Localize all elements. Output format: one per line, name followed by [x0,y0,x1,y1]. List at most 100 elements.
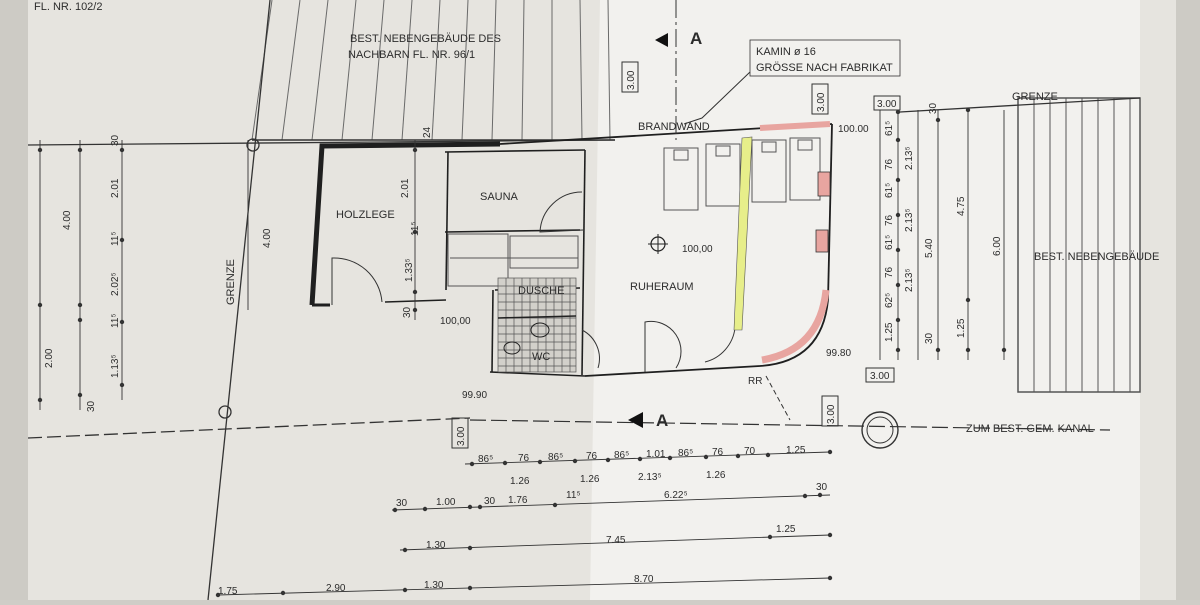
sink [503,341,521,355]
section-mark-top: A [690,29,702,48]
dim-label: 2.13⁵ [904,208,915,232]
room-dusche: DUSCHE [518,285,564,297]
parcel-label: FL. NR. 102/2 [34,1,102,13]
dim-label: 76 [712,447,724,458]
dim-label: 6.00 [992,236,1003,256]
dim-label: 8.70 [634,574,654,585]
rr-label: RR [748,376,762,387]
dim-label: 1.13⁵ [110,354,121,378]
level-ne-corner: 100.00 [838,124,869,135]
level-box-text: 3.00 [816,92,827,112]
room-ruheraum: RUHERAUM [630,281,694,293]
dim-label: 86⁵ [678,448,693,459]
dim-label: 5.40 [924,238,935,258]
level-main: 100,00 [682,244,713,255]
dim-label: 1.25 [786,445,806,456]
level-boxes [451,61,901,449]
doors [331,191,736,372]
level-box-text: 3.00 [870,371,890,382]
dim-label: 1.25 [884,322,895,342]
section-mark-bottom: A [656,411,668,430]
dim-label: 62⁵ [884,293,895,308]
dim-label: 4.00 [262,228,273,248]
dim-label: 86⁵ [548,452,563,463]
firewall-label: BRANDWAND [638,121,710,133]
dimension-ticks [37,107,1007,598]
dim-label: 2.13⁵ [904,146,915,170]
section-arrow-bottom [628,412,643,428]
boundary-label-left: GRENZE [225,259,237,305]
grid-marker [218,405,232,419]
dim-label: 30 [110,134,121,146]
dim-label: 2.00 [44,348,55,368]
level-box-text: 3.00 [877,99,897,110]
dim-label: 1.00 [436,497,456,508]
level-box-text: 3.00 [626,70,637,90]
dim-label: 1.33⁵ [404,258,415,282]
section-arrow-top [655,33,668,47]
paper-bright-half [590,0,1140,600]
boundary-lines [27,0,1141,601]
dim-label: 61⁵ [884,183,895,198]
dim-label: 2.90 [326,583,346,594]
dim-label: 1.26 [510,476,530,487]
dim-label: 76 [586,451,598,462]
existing-building-hatch [1017,97,1141,393]
level-se-corner: 99.80 [826,348,851,359]
level-marker [648,234,668,254]
room-sauna: SAUNA [480,191,519,203]
dim-label: 30 [396,498,408,509]
sauna-benches [447,233,579,287]
dim-label: 1.30 [426,540,446,551]
neighbor-building-label-2: NACHBARN FL. NR. 96/1 [348,49,475,61]
dim-label: 11⁵ [110,313,121,328]
dim-label: 76 [518,453,530,464]
room-holzlege: HOLZLEGE [336,209,395,221]
dim-label: 2.01 [110,178,121,198]
canal-label: ZUM BEST. GEM. KANAL [966,423,1094,435]
chimney-label-2: GRÖSSE NACH FABRIKAT [756,62,893,74]
wc-bowl [530,322,550,338]
neighbor-building-hatch [251,0,615,141]
dim-label: 30 [402,306,413,318]
level-left: 100,00 [440,316,471,327]
dim-label: 30 [86,400,97,412]
dim-label: 4.00 [62,210,73,230]
dim-label: 30 [928,102,939,114]
dim-label: 24 [422,126,433,138]
dim-label: 76 [884,158,895,170]
dim-label: 61⁵ [884,235,895,250]
highlighted-wall-segments [733,121,831,364]
dim-label: 70 [744,446,756,457]
dim-label: 2.13⁵ [638,472,662,483]
level-box-text: 3.00 [826,404,837,424]
dim-label: 11⁵ [566,490,581,501]
dimension-lines [39,110,1005,596]
chimney-callout-box [749,39,901,77]
dim-label: 30 [484,496,496,507]
boundary-label-top: GRENZE [1012,91,1058,103]
dim-label: 1.30 [424,580,444,591]
dim-label: 86⁵ [614,450,629,461]
dim-label: 61⁵ [884,121,895,136]
dim-label: 1.01 [646,449,666,460]
dim-label: 2.01 [400,178,411,198]
canal-connection [469,411,1111,449]
dim-label: 1.25 [776,524,796,535]
existing-building-label: BEST. NEBENGEBÄUDE [1034,251,1159,263]
dim-label: 1.26 [706,470,726,481]
level-sw-corner: 99.90 [462,390,487,401]
dim-label: 30 [816,482,828,493]
dim-label: 1.75 [218,586,238,597]
dim-label: 11⁵ [410,221,421,236]
dim-label: 4.75 [956,196,967,216]
shower-tiles [497,277,577,373]
dim-label: 30 [924,332,935,344]
dim-label: 76 [884,214,895,226]
neighbor-building-label-1: BEST. NEBENGEBÄUDE DES [350,33,501,45]
dim-label: 1.76 [508,495,528,506]
dim-label: 1.25 [956,318,967,338]
chimney-leader [683,71,751,125]
